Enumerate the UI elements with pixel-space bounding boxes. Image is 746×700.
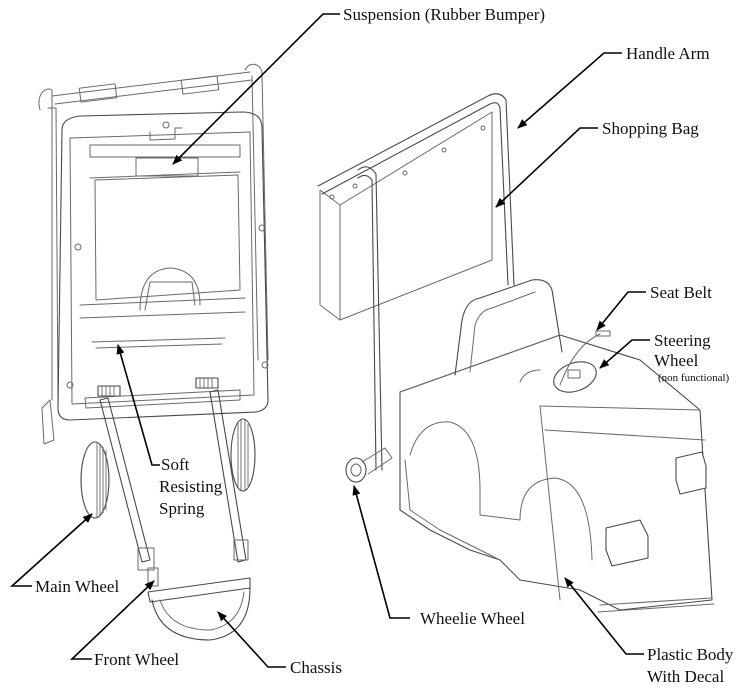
rear-seat-shell (57, 111, 269, 421)
label-steering-wheel-note: (non functional) (658, 372, 730, 384)
leader-suspension (172, 13, 340, 165)
leader-handle-arm (517, 52, 622, 129)
iso-steering-wheel (553, 361, 597, 393)
iso-shopping-bag (319, 111, 493, 321)
label-main-wheel: Main Wheel (35, 577, 119, 596)
iso-seat-belt (519, 330, 611, 386)
label-soft-spring-line2: Resisting (159, 477, 223, 496)
leader-wheelie-wheel (352, 485, 410, 619)
iso-handle-arm (317, 93, 515, 471)
rear-chassis (99, 389, 251, 641)
label-steering-wheel-line2: Wheel (654, 351, 699, 370)
rear-handle-bar (38, 63, 269, 401)
rear-view (38, 63, 269, 641)
leader-shopping-bag (495, 127, 598, 208)
iso-wheelie-wheel (345, 447, 393, 483)
label-front-wheel: Front Wheel (94, 650, 179, 669)
label-soft-spring-line1: Soft (161, 455, 190, 474)
label-plastic-body-line1: Plastic Body (647, 645, 734, 664)
isometric-view (317, 93, 715, 613)
leader-front-wheel (69, 580, 155, 660)
leader-soft-spring (116, 344, 160, 466)
leader-steering-wheel (599, 339, 650, 369)
leader-plastic-body (564, 577, 644, 655)
label-wheelie-wheel: Wheelie Wheel (420, 609, 525, 628)
label-handle-arm: Handle Arm (626, 44, 710, 63)
label-chassis: Chassis (290, 658, 342, 677)
label-shopping-bag: Shopping Bag (602, 119, 699, 138)
leader-main-wheel (9, 513, 93, 587)
label-suspension: Suspension (Rubber Bumper) (343, 5, 545, 24)
labels: Suspension (Rubber Bumper) Handle Arm Sh… (35, 5, 734, 686)
leader-seat-belt (596, 291, 646, 331)
label-plastic-body-line2: With Decal (647, 667, 724, 686)
iso-car-body (399, 279, 715, 613)
rear-crossbar (84, 389, 241, 409)
rear-side-bracket (41, 399, 55, 445)
label-seat-belt: Seat Belt (650, 283, 712, 302)
label-steering-wheel-line1: Steering (654, 331, 711, 350)
label-soft-spring-line3: Spring (159, 499, 205, 518)
rear-main-wheel-right (230, 418, 256, 492)
callouts (9, 13, 650, 668)
leader-chassis (217, 611, 286, 668)
rear-main-wheel-left (80, 441, 110, 519)
rear-springs (97, 377, 219, 397)
